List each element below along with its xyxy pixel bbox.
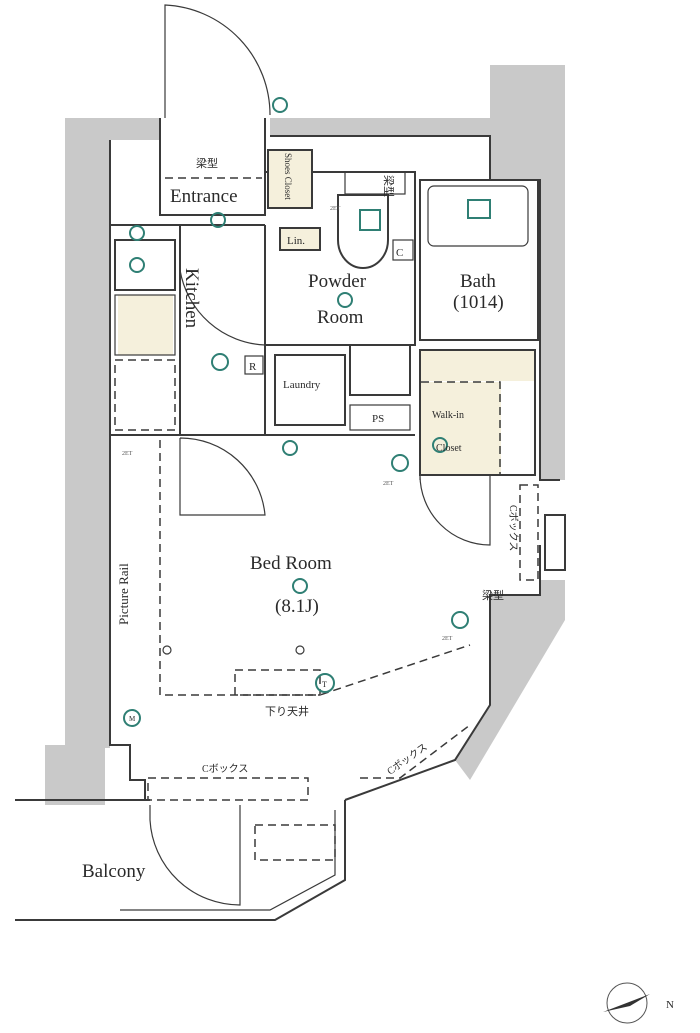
entrance-label: Entrance xyxy=(170,186,238,207)
phone-label: T xyxy=(322,680,327,689)
meter-label: M xyxy=(129,715,136,723)
outlet-label: 2ET xyxy=(330,206,341,212)
laundry-label: Laundry xyxy=(283,379,321,391)
beam-toilet-label: 梁型 xyxy=(382,175,396,197)
bath-label: Bath xyxy=(460,271,496,292)
picture-rail-label: Picture Rail xyxy=(116,563,131,625)
compass-north-label: N xyxy=(666,999,674,1011)
shoes-closet-label: Shoes Closet xyxy=(283,153,293,200)
refrigerator-label: R xyxy=(249,361,257,373)
balcony-label: Balcony xyxy=(82,861,146,882)
toilet-c-label: C xyxy=(396,247,403,259)
kitchen-label: Kitchen xyxy=(181,268,202,329)
walkin-closet-label-2: Closet xyxy=(436,443,462,454)
beam-right-label: 梁型 xyxy=(482,588,504,602)
outlet-label: 2ET xyxy=(442,636,453,642)
c-box-bottom-label: Cボックス xyxy=(202,763,248,775)
walkin-closet-label: Walk-in xyxy=(432,410,464,421)
lowered-ceiling-label: 下り天井 xyxy=(265,704,309,718)
outlet-label: 2ET xyxy=(122,451,133,457)
outlet-label: 2ET xyxy=(383,481,394,487)
powder-room-label: Powder xyxy=(308,271,367,292)
beam-label: 梁型 xyxy=(196,156,218,170)
powder-room-label-2: Room xyxy=(317,307,364,328)
ceiling-light-icon xyxy=(292,578,308,594)
ps-label: PS xyxy=(372,413,384,425)
structural-walls xyxy=(45,65,565,805)
linen-label: Lin. xyxy=(287,235,305,247)
bath-size-label: (1014) xyxy=(453,292,504,313)
fixtures xyxy=(123,97,491,727)
c-box-right-label: Cボックス xyxy=(507,505,519,551)
compass-icon: N xyxy=(603,982,674,1024)
unit-outline xyxy=(15,4,566,921)
bedroom-label: Bed Room xyxy=(250,553,332,574)
bedroom-size-label: (8.1J) xyxy=(275,596,319,617)
